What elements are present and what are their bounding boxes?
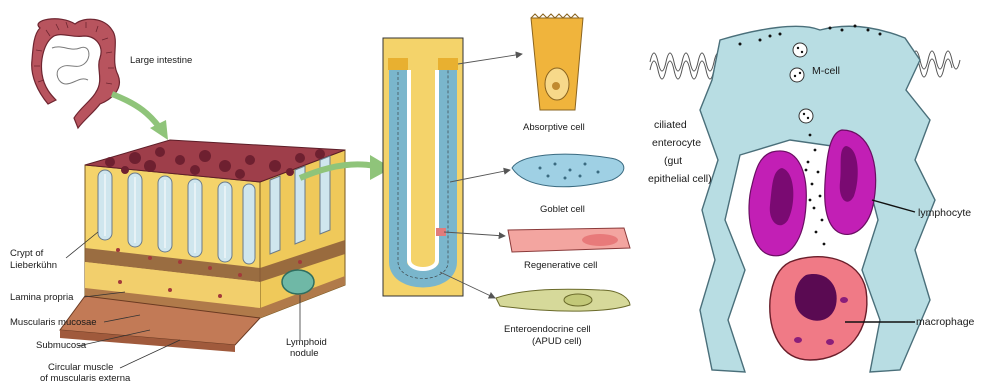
label-lymphoid-1: Lymphoid [286,337,327,348]
lymphoid-nodule [282,270,314,294]
label-m-cell: M-cell [812,65,840,77]
label-macrophage: macrophage [916,316,975,328]
curved-arrow-organ-to-block [112,94,160,128]
label-lymphocyte: lymphocyte [918,207,971,219]
cilia-left [650,53,722,79]
label-crypt-1: Crypt of [10,248,44,259]
label-circular-muscle-2: of muscularis externa [40,373,131,384]
lymphocyte-right [825,130,876,234]
label-goblet-cell: Goblet cell [540,204,585,215]
crypt-detail [383,38,463,296]
lymphocyte-left [749,151,806,256]
label-lamina-propria: Lamina propria [10,292,74,303]
label-ciliated-3: (gut [664,155,682,167]
label-crypt-2: Lieberkühn [10,260,57,271]
enteroendocrine-cell [496,289,630,311]
label-regenerative-cell: Regenerative cell [524,260,597,271]
macrophage [770,257,867,360]
goblet-cell [512,154,624,187]
regenerative-cell [508,228,630,252]
large-intestine-organ [32,19,120,128]
label-enteroendocrine-1: Enteroendocrine cell [504,324,591,335]
label-muscularis-mucosae: Muscularis mucosae [10,317,97,328]
absorptive-cell [531,14,583,110]
label-large-intestine: Large intestine [130,55,192,66]
label-circular-muscle-1: Circular muscle [48,362,113,373]
label-ciliated-4: epithelial cell) [648,173,712,185]
label-lymphoid-2: nodule [290,348,319,359]
label-enteroendocrine-2: (APUD cell) [532,336,582,347]
label-submucosa: Submucosa [36,340,87,351]
label-ciliated-2: enterocyte [652,137,701,149]
label-ciliated-1: ciliated [654,119,687,131]
label-absorptive-cell: Absorptive cell [523,122,585,133]
